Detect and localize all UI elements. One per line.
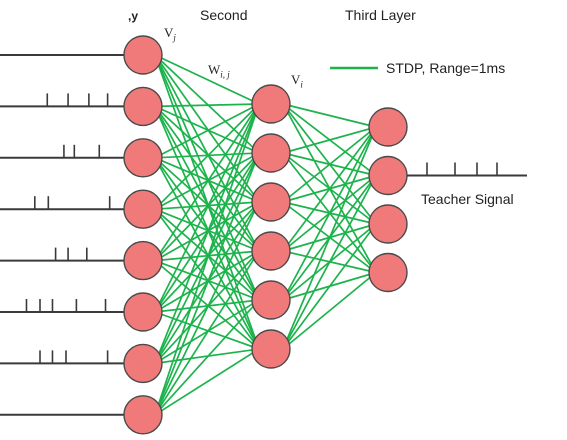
connection-line [154, 54, 260, 203]
w-ij-label: Wi, j [208, 62, 230, 80]
connection-line [154, 54, 260, 105]
connections [154, 54, 377, 416]
neuron-layer-2 [251, 280, 291, 320]
connection-line [154, 157, 260, 350]
connection-line [154, 103, 260, 262]
teacher-signal-label: Teacher Signal [421, 191, 514, 207]
neuron-layer-2 [251, 84, 291, 124]
connection-line [154, 54, 260, 252]
neuron-layer-1 [123, 189, 163, 229]
connection-line [154, 157, 260, 252]
neuron-layer-1 [123, 138, 163, 178]
third-layer-label: Third Layer [345, 7, 416, 23]
input-spike-trains [0, 54, 124, 416]
connection-line [154, 208, 260, 252]
connection-line [154, 348, 260, 416]
neuron-layer-2 [251, 182, 291, 222]
v-i-label: Vi [291, 72, 303, 90]
connection-line [154, 103, 260, 210]
connection-line [282, 126, 377, 154]
connection-line [154, 157, 260, 301]
connection-line [154, 201, 260, 416]
connection-line [154, 103, 260, 108]
connection-line [154, 152, 260, 416]
neuron-layer-2 [251, 133, 291, 173]
connection-line [154, 105, 260, 154]
connection-line [154, 299, 260, 416]
connection-line [154, 208, 260, 301]
first-layer-label: ,y [128, 9, 139, 23]
neuron-layer-1 [123, 343, 163, 384]
connection-line [282, 175, 377, 350]
connection-line [154, 103, 260, 416]
neuron-layer-3 [368, 107, 408, 147]
connection-line [282, 103, 377, 128]
connection-line [282, 126, 377, 350]
neurons [123, 35, 408, 435]
neuron-layer-1 [123, 395, 163, 435]
connection-line [282, 126, 377, 252]
neuron-layer-2 [251, 231, 291, 271]
connection-line [154, 105, 260, 301]
neuron-layer-3 [368, 155, 408, 196]
neuron-layer-1 [123, 35, 163, 75]
connection-line [154, 208, 260, 350]
v-j-label: Vj [164, 25, 176, 43]
connection-line [154, 103, 260, 364]
connection-line [282, 126, 377, 203]
neuron-layer-3 [368, 204, 408, 244]
legend-label: STDP, Range=1ms [386, 60, 506, 76]
connection-line [154, 103, 260, 159]
connection-line [154, 105, 260, 203]
connection-line [154, 250, 260, 416]
neuron-layer-1 [123, 240, 163, 281]
connection-line [154, 259, 260, 301]
connection-line [282, 271, 377, 350]
connection-line [282, 126, 377, 301]
neuron-layer-2 [251, 329, 291, 369]
neuron-layer-1 [123, 292, 163, 332]
connection-line [154, 259, 260, 350]
connection-line [282, 223, 377, 350]
connection-line [154, 105, 260, 252]
connection-line [154, 103, 260, 313]
connection-line [154, 54, 260, 154]
neuron-layer-1 [123, 86, 163, 127]
teacher-signal-train [407, 162, 527, 177]
second-layer-label: Second [200, 7, 248, 23]
neuron-layer-3 [368, 252, 408, 293]
